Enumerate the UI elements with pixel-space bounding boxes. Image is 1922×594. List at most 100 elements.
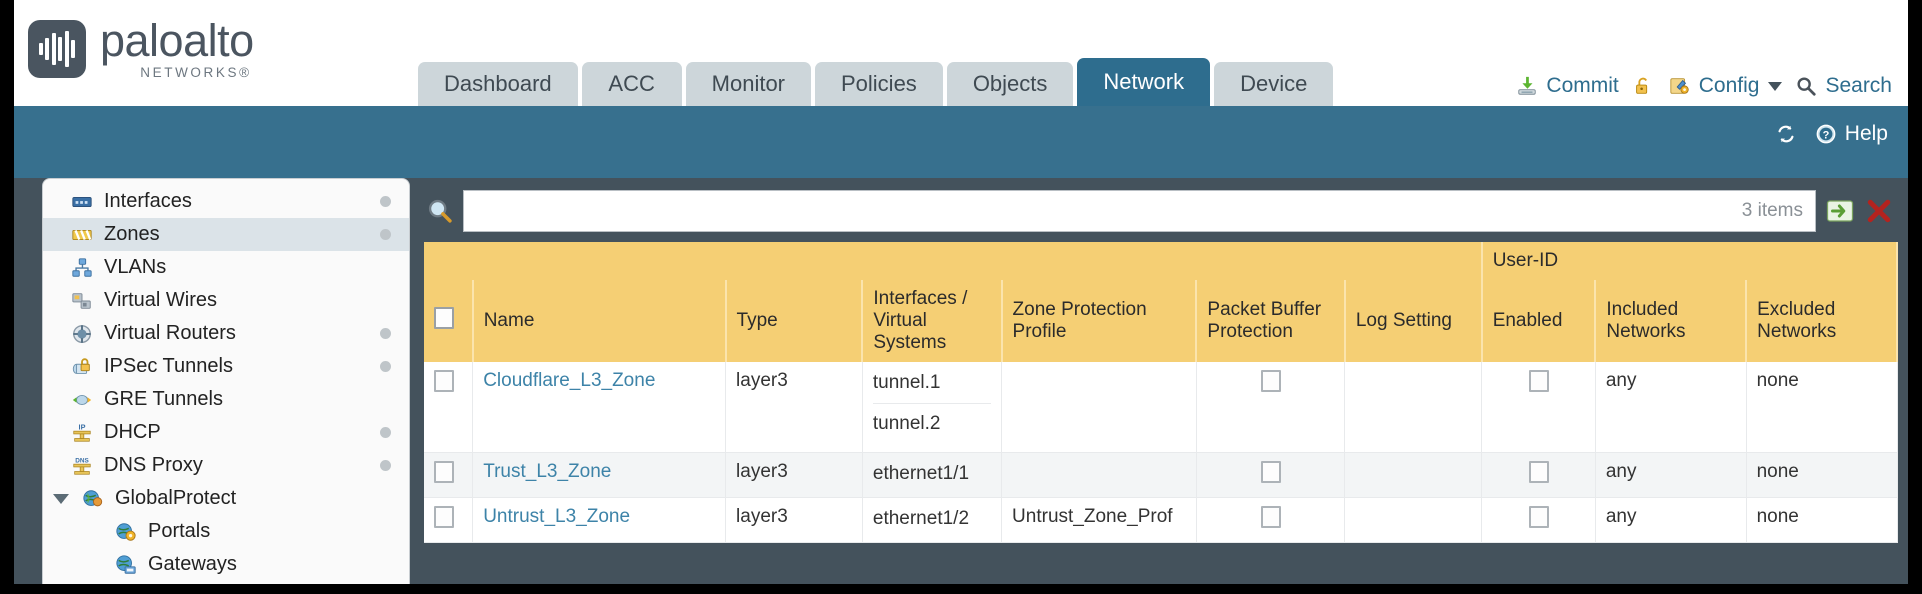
virtual-wires-icon bbox=[72, 292, 91, 309]
col-header-name[interactable]: Name bbox=[472, 280, 727, 362]
refresh-button[interactable] bbox=[1773, 123, 1799, 145]
tab-dashboard[interactable]: Dashboard bbox=[418, 62, 578, 106]
search-icon bbox=[1797, 77, 1817, 96]
sidebar-item-interfaces[interactable]: Interfaces bbox=[43, 185, 409, 218]
help-button[interactable]: ? Help bbox=[1813, 122, 1888, 146]
row-select-checkbox[interactable] bbox=[434, 461, 454, 483]
config-wrench-icon bbox=[1670, 78, 1689, 94]
clear-x-icon[interactable] bbox=[1864, 196, 1894, 226]
col-header-packet-buffer-protection[interactable]: Packet Buffer Protection bbox=[1196, 280, 1346, 362]
commit-icon bbox=[1518, 76, 1537, 95]
sidebar-item-label: Virtual Routers bbox=[104, 322, 236, 344]
sidebar-status-dot-icon bbox=[380, 328, 391, 339]
sidebar-item-portals[interactable]: Portals bbox=[43, 515, 409, 548]
interface-item: tunnel.1 bbox=[872, 372, 941, 393]
band-actions: ? Help bbox=[1773, 122, 1888, 146]
select-all-checkbox[interactable] bbox=[434, 307, 454, 329]
sidebar-status-dot-icon bbox=[380, 361, 391, 372]
commit-label: Commit bbox=[1546, 74, 1619, 97]
cell-excluded-networks: none bbox=[1746, 497, 1898, 543]
expand-triangle-icon[interactable] bbox=[53, 493, 69, 504]
apply-arrow-icon[interactable] bbox=[1825, 196, 1855, 226]
search-label: Search bbox=[1825, 74, 1892, 97]
cell-excluded-networks: none bbox=[1746, 452, 1898, 498]
zone-name-link[interactable]: Cloudflare_L3_Zone bbox=[483, 370, 656, 391]
brand-name: paloalto bbox=[100, 15, 254, 66]
select-all-header[interactable] bbox=[424, 280, 474, 362]
zone-name-link[interactable]: Untrust_L3_Zone bbox=[483, 506, 631, 527]
col-header-log-setting[interactable]: Log Setting bbox=[1344, 280, 1483, 362]
sidebar-item-zones[interactable]: Zones bbox=[43, 218, 409, 251]
cell-type: layer3 bbox=[725, 362, 863, 453]
sidebar-item-globalprotect[interactable]: GlobalProtect bbox=[43, 482, 409, 515]
brand-logo: paloalto NETWORKS® bbox=[28, 18, 254, 80]
help-icon: ? bbox=[1816, 124, 1836, 144]
cell-name: Trust_L3_Zone bbox=[472, 452, 727, 498]
interface-item: ethernet1/2 bbox=[872, 508, 970, 529]
userid-enabled-checkbox[interactable] bbox=[1528, 461, 1549, 483]
userid-enabled-checkbox[interactable] bbox=[1528, 506, 1549, 528]
cell-userid-enabled bbox=[1481, 362, 1596, 453]
sidebar-item-label: DNS Proxy bbox=[104, 454, 203, 476]
cell-type: layer3 bbox=[725, 497, 863, 543]
userid-enabled-checkbox[interactable] bbox=[1528, 370, 1549, 392]
item-count-label: 3 items bbox=[1741, 200, 1803, 221]
cell-packet-buffer-protection bbox=[1196, 452, 1346, 498]
col-header-enabled[interactable]: Enabled bbox=[1481, 280, 1597, 362]
search-button[interactable]: Search bbox=[1793, 74, 1892, 98]
group-header-spacer bbox=[424, 242, 1483, 280]
cell-log-setting bbox=[1344, 497, 1483, 543]
tab-device[interactable]: Device bbox=[1214, 62, 1334, 106]
gre-tunnels-icon bbox=[72, 394, 92, 405]
packet-buffer-protection-checkbox[interactable] bbox=[1260, 370, 1281, 392]
search-input[interactable]: 3 items bbox=[463, 190, 1816, 232]
sidebar-item-vlans[interactable]: VLANs bbox=[43, 251, 409, 284]
zone-name-link[interactable]: Trust_L3_Zone bbox=[483, 461, 612, 482]
lock-button[interactable] bbox=[1630, 75, 1656, 97]
commit-button[interactable]: Commit bbox=[1514, 74, 1619, 98]
col-header-interfaces[interactable]: Interfaces / Virtual Systems bbox=[862, 280, 1003, 362]
cell-zone-protection-profile bbox=[1001, 362, 1197, 453]
row-select-checkbox[interactable] bbox=[434, 370, 454, 392]
tab-network[interactable]: Network bbox=[1077, 58, 1211, 106]
dhcp-icon: IP bbox=[73, 422, 91, 442]
tab-policies[interactable]: Policies bbox=[815, 62, 943, 106]
col-header-excluded-networks[interactable]: Excluded Networks bbox=[1746, 280, 1898, 362]
portals-icon bbox=[116, 522, 136, 541]
sidebar-item-virtual-routers[interactable]: Virtual Routers bbox=[43, 317, 409, 350]
gateways-icon bbox=[116, 554, 136, 574]
chevron-down-icon[interactable] bbox=[1768, 81, 1783, 91]
col-header-zone-protection-profile[interactable]: Zone Protection Profile bbox=[1001, 280, 1198, 362]
row-select-checkbox-cell bbox=[424, 452, 474, 498]
col-header-included-networks[interactable]: Included Networks bbox=[1595, 280, 1748, 362]
tab-acc[interactable]: ACC bbox=[581, 62, 682, 106]
cell-zone-protection-profile bbox=[1001, 452, 1197, 498]
row-select-checkbox-cell bbox=[424, 362, 474, 453]
packet-buffer-protection-checkbox[interactable] bbox=[1260, 461, 1281, 483]
col-header-type[interactable]: Type bbox=[725, 280, 864, 362]
sidebar-item-virtual-wires[interactable]: Virtual Wires bbox=[43, 284, 409, 317]
sidebar-item-label: Portals bbox=[148, 520, 211, 542]
config-button[interactable]: Config bbox=[1667, 74, 1783, 98]
packet-buffer-protection-checkbox[interactable] bbox=[1260, 506, 1281, 528]
row-select-checkbox[interactable] bbox=[434, 506, 454, 528]
search-icon[interactable] bbox=[426, 197, 454, 225]
tab-objects[interactable]: Objects bbox=[946, 62, 1074, 106]
sidebar-item-gre-tunnels[interactable]: GRE Tunnels bbox=[43, 383, 409, 416]
brand-wordmark: paloalto NETWORKS® bbox=[100, 18, 254, 80]
tab-monitor[interactable]: Monitor bbox=[685, 62, 811, 106]
sidebar-item-gateways[interactable]: Gateways bbox=[43, 548, 409, 581]
interface-list: ethernet1/2 bbox=[873, 506, 991, 532]
cell-log-setting bbox=[1344, 452, 1483, 498]
sidebar-item-ipsec-tunnels[interactable]: IPSec Tunnels bbox=[43, 350, 409, 383]
sidebar-item-label: GlobalProtect bbox=[115, 487, 237, 509]
globalprotect-icon bbox=[83, 489, 103, 506]
